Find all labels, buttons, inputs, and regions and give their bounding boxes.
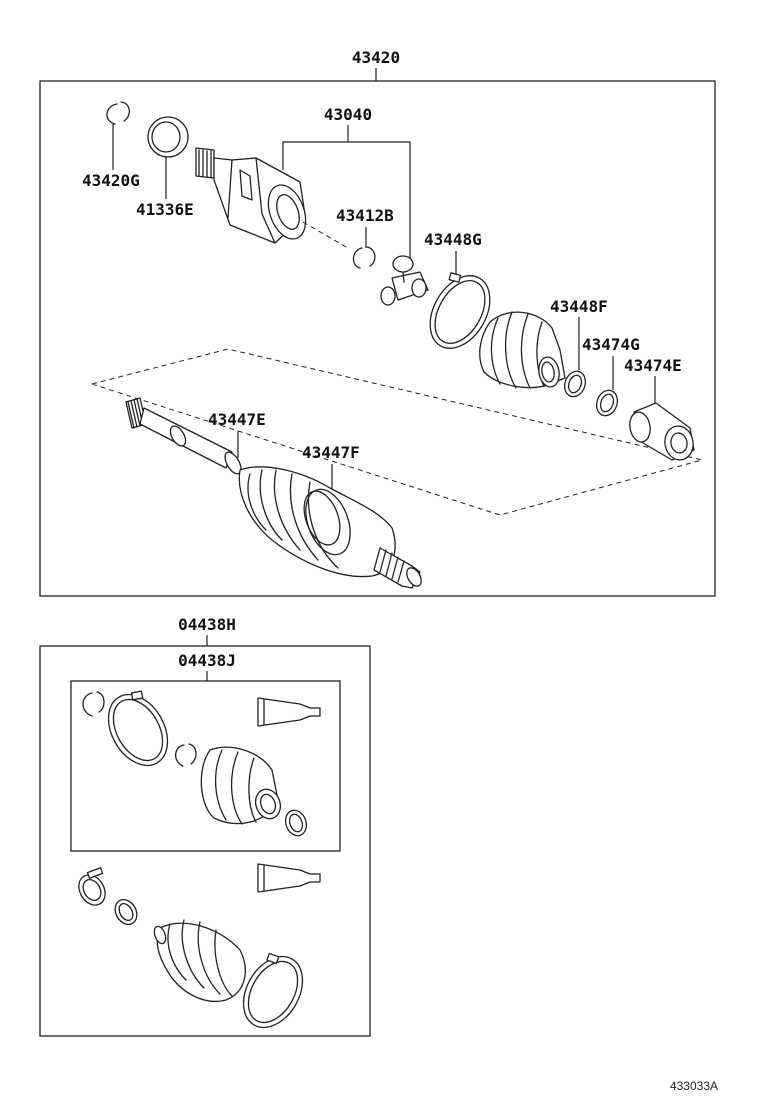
part-label-43412B[interactable]: 43412B bbox=[336, 206, 394, 225]
kit-outer-boot bbox=[153, 919, 246, 1002]
ring-43474G[interactable] bbox=[593, 387, 621, 418]
inboard-joint-housing[interactable] bbox=[195, 147, 313, 244]
kit-inner-grease-tube bbox=[257, 697, 321, 727]
part-label-43420G[interactable]: 43420G bbox=[82, 171, 140, 190]
assembly-label-43420[interactable]: 43420 bbox=[352, 48, 400, 67]
kit-inner-small-snap-ring bbox=[174, 743, 197, 767]
clamp-43448G[interactable] bbox=[418, 265, 502, 359]
seal-41336E[interactable] bbox=[147, 116, 189, 158]
part-label-43447F[interactable]: 43447F bbox=[302, 443, 360, 462]
snap-ring-43412B[interactable] bbox=[352, 246, 376, 269]
kit-inner-frame bbox=[70, 680, 341, 852]
kit-outer-grease-tube bbox=[257, 863, 321, 893]
kit-inner-boot bbox=[200, 746, 282, 825]
inboard-boot[interactable] bbox=[479, 311, 566, 389]
part-label-43448F[interactable]: 43448F bbox=[550, 297, 608, 316]
kit-outer-frame bbox=[39, 645, 371, 1037]
part-label-41336E[interactable]: 41336E bbox=[136, 200, 194, 219]
damper-43474E[interactable] bbox=[628, 402, 696, 462]
part-label-43474G[interactable]: 43474G bbox=[582, 335, 640, 354]
kit-outer-clamp-small bbox=[114, 899, 138, 925]
snap-ring-43420G[interactable] bbox=[106, 101, 130, 125]
part-label-43447E[interactable]: 43447E bbox=[208, 410, 266, 429]
drive-shaft[interactable] bbox=[125, 397, 244, 476]
kit-label-04438J[interactable]: 04438J bbox=[178, 651, 236, 670]
kit-inner-large-clamp bbox=[107, 690, 169, 767]
tripod-joint[interactable] bbox=[380, 255, 429, 306]
part-label-43448G[interactable]: 43448G bbox=[424, 230, 482, 249]
kit-inner-snap-ring bbox=[82, 691, 105, 717]
part-label-43040[interactable]: 43040 bbox=[324, 105, 372, 124]
diagram-reference-code: 433033A bbox=[670, 1079, 718, 1093]
assembly-frame bbox=[39, 80, 716, 597]
subassembly-dashed-outline bbox=[90, 348, 703, 516]
kit-outer-large-clamp bbox=[242, 952, 304, 1029]
kit-outer-clamp-small-left bbox=[78, 867, 106, 906]
outboard-boot[interactable] bbox=[238, 466, 424, 589]
kit-label-04438H[interactable]: 04438H bbox=[178, 615, 236, 634]
part-label-43474E[interactable]: 43474E bbox=[624, 356, 682, 375]
kit-inner-small-clamp bbox=[284, 809, 308, 837]
clamp-43448F[interactable] bbox=[561, 368, 589, 399]
